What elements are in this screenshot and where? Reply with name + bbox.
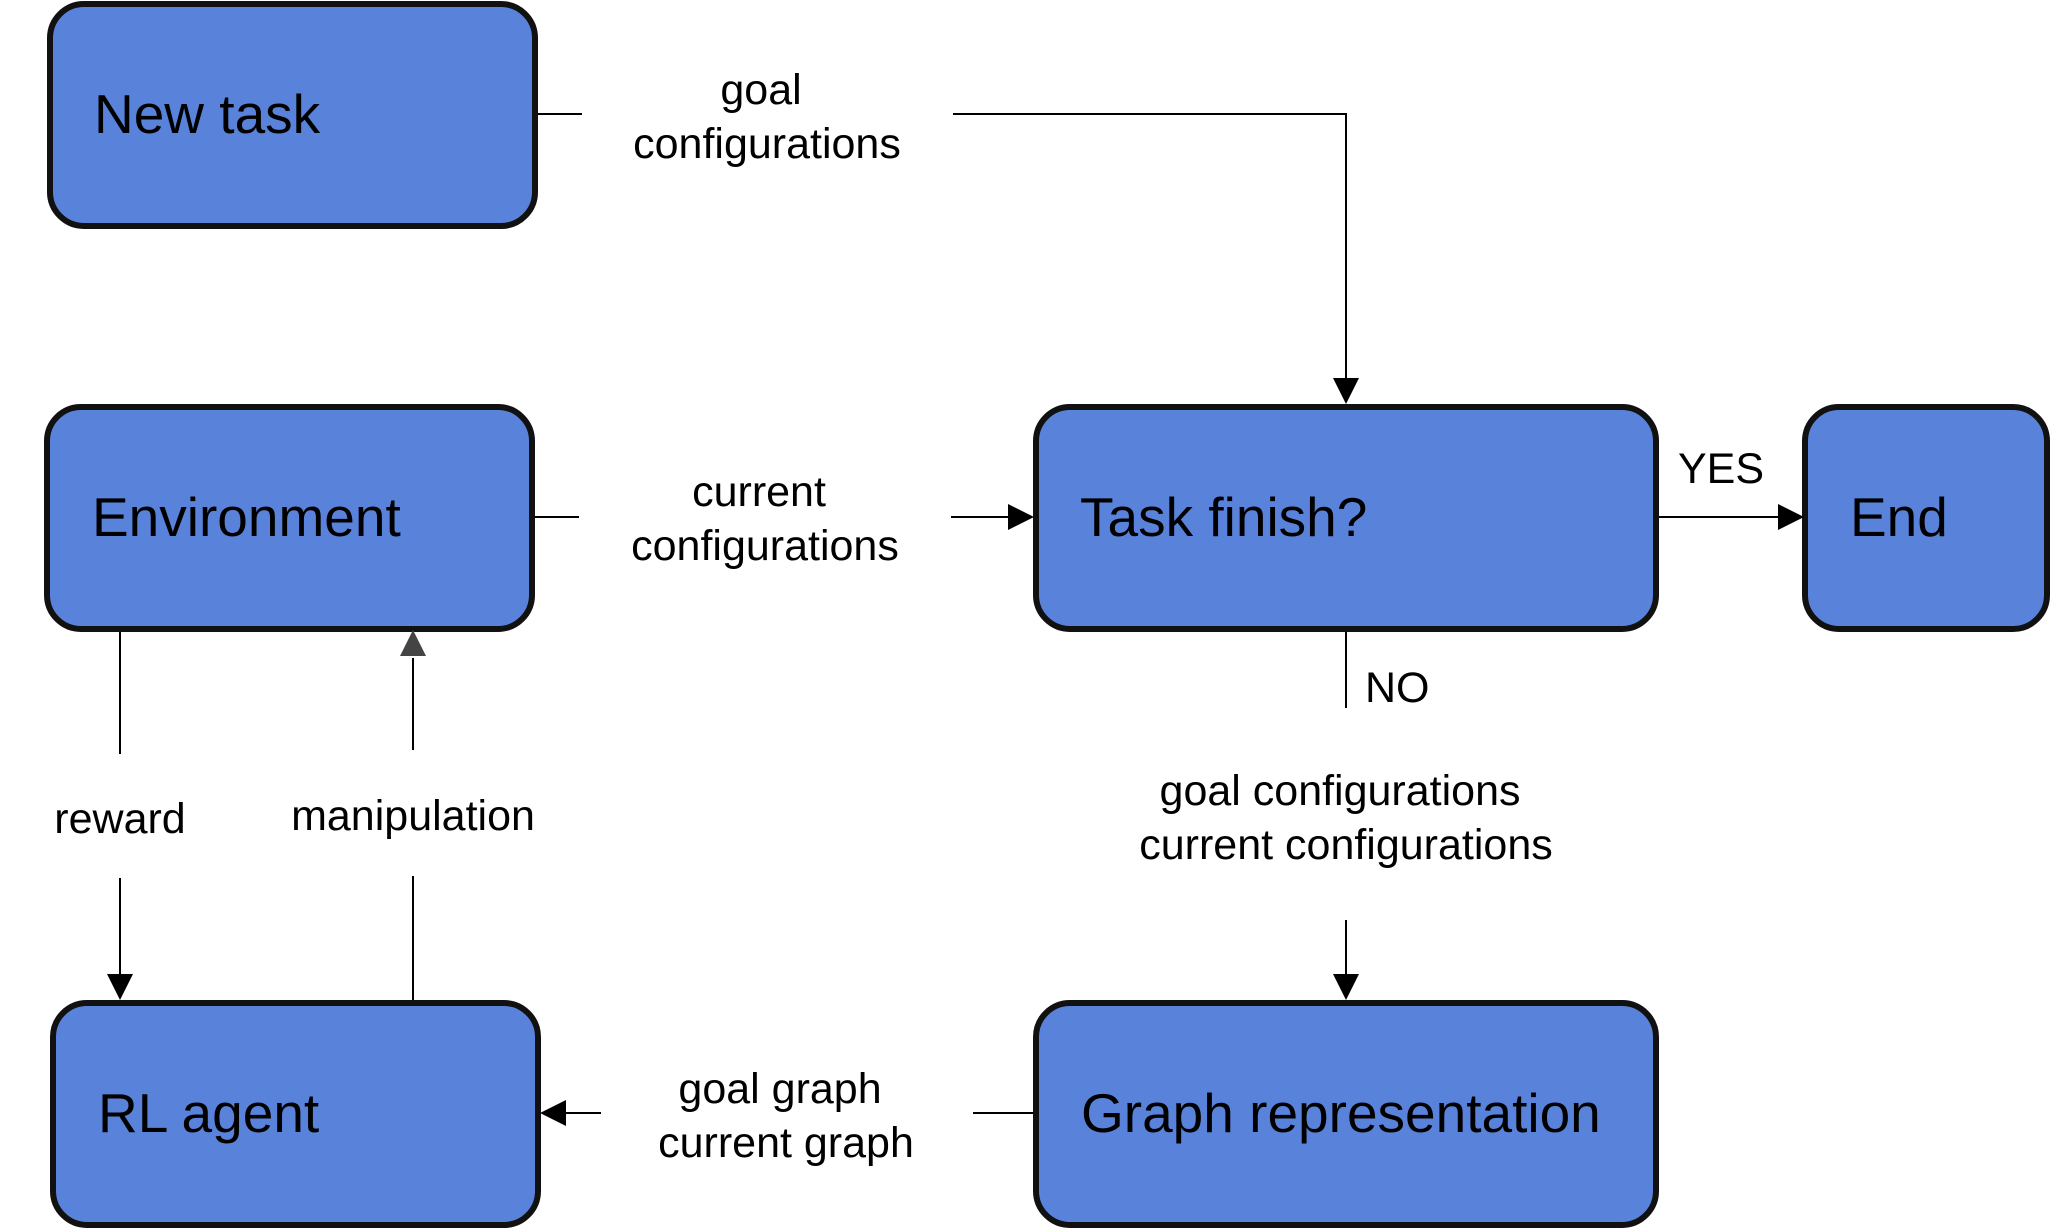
node-task-finish[interactable]: Task finish? (1033, 404, 1659, 632)
arrowhead-up-icon (400, 630, 426, 656)
node-end-label: End (1850, 486, 1948, 548)
arrowhead-left-icon (540, 1100, 566, 1126)
edge-goal-config-line (953, 113, 1347, 380)
edge-environment-to-task-finish: current configurations (535, 468, 1034, 570)
edge-label-current-configurations: current configurations (631, 468, 899, 570)
node-environment-box (44, 404, 535, 632)
edge-label-manipulation: manipulation (291, 792, 535, 840)
node-graph-representation-label: Graph representation (1081, 1082, 1601, 1144)
arrowhead-right-icon (1778, 504, 1804, 530)
edge-label-yes: YES (1678, 445, 1764, 493)
node-new-task-label: New task (94, 83, 321, 145)
edge-label-goal-current-configurations: goal configurations current configuratio… (1139, 767, 1553, 869)
edge-label-reward: reward (54, 795, 185, 843)
node-rl-agent-box (50, 1000, 541, 1228)
edge-new-task-to-task-finish: goal configurations (538, 66, 1359, 404)
edge-label-no: NO (1365, 664, 1430, 712)
node-new-task-box (47, 1, 538, 229)
node-task-finish-label: Task finish? (1080, 486, 1367, 548)
arrowhead-down-icon (1333, 378, 1359, 404)
edge-rl-agent-to-environment: manipulation (291, 630, 535, 1000)
edge-task-finish-to-graph: NO goal configurations current configura… (1139, 632, 1553, 1000)
arrowhead-down-icon (107, 974, 133, 1000)
node-end[interactable]: End (1802, 404, 2050, 632)
edge-task-finish-to-end: YES (1659, 445, 1804, 530)
arrowhead-right-icon (1008, 504, 1034, 530)
edge-label-goal-current-graph: goal graph current graph (658, 1065, 914, 1167)
node-rl-agent[interactable]: RL agent (50, 1000, 541, 1228)
node-rl-agent-label: RL agent (98, 1082, 319, 1144)
edge-label-goal-configurations: goal configurations (633, 66, 901, 168)
edge-graph-to-rl-agent: goal graph current graph (540, 1065, 1034, 1167)
node-task-finish-box (1033, 404, 1659, 632)
node-end-box (1802, 404, 2050, 632)
arrowhead-down-icon (1333, 974, 1359, 1000)
node-environment[interactable]: Environment (44, 404, 535, 632)
edge-environment-to-rl-agent: reward (54, 632, 186, 1000)
node-graph-representation-box (1033, 1000, 1659, 1228)
node-graph-representation[interactable]: Graph representation (1033, 1000, 1659, 1228)
node-new-task[interactable]: New task (47, 1, 538, 229)
node-environment-label: Environment (92, 486, 401, 548)
